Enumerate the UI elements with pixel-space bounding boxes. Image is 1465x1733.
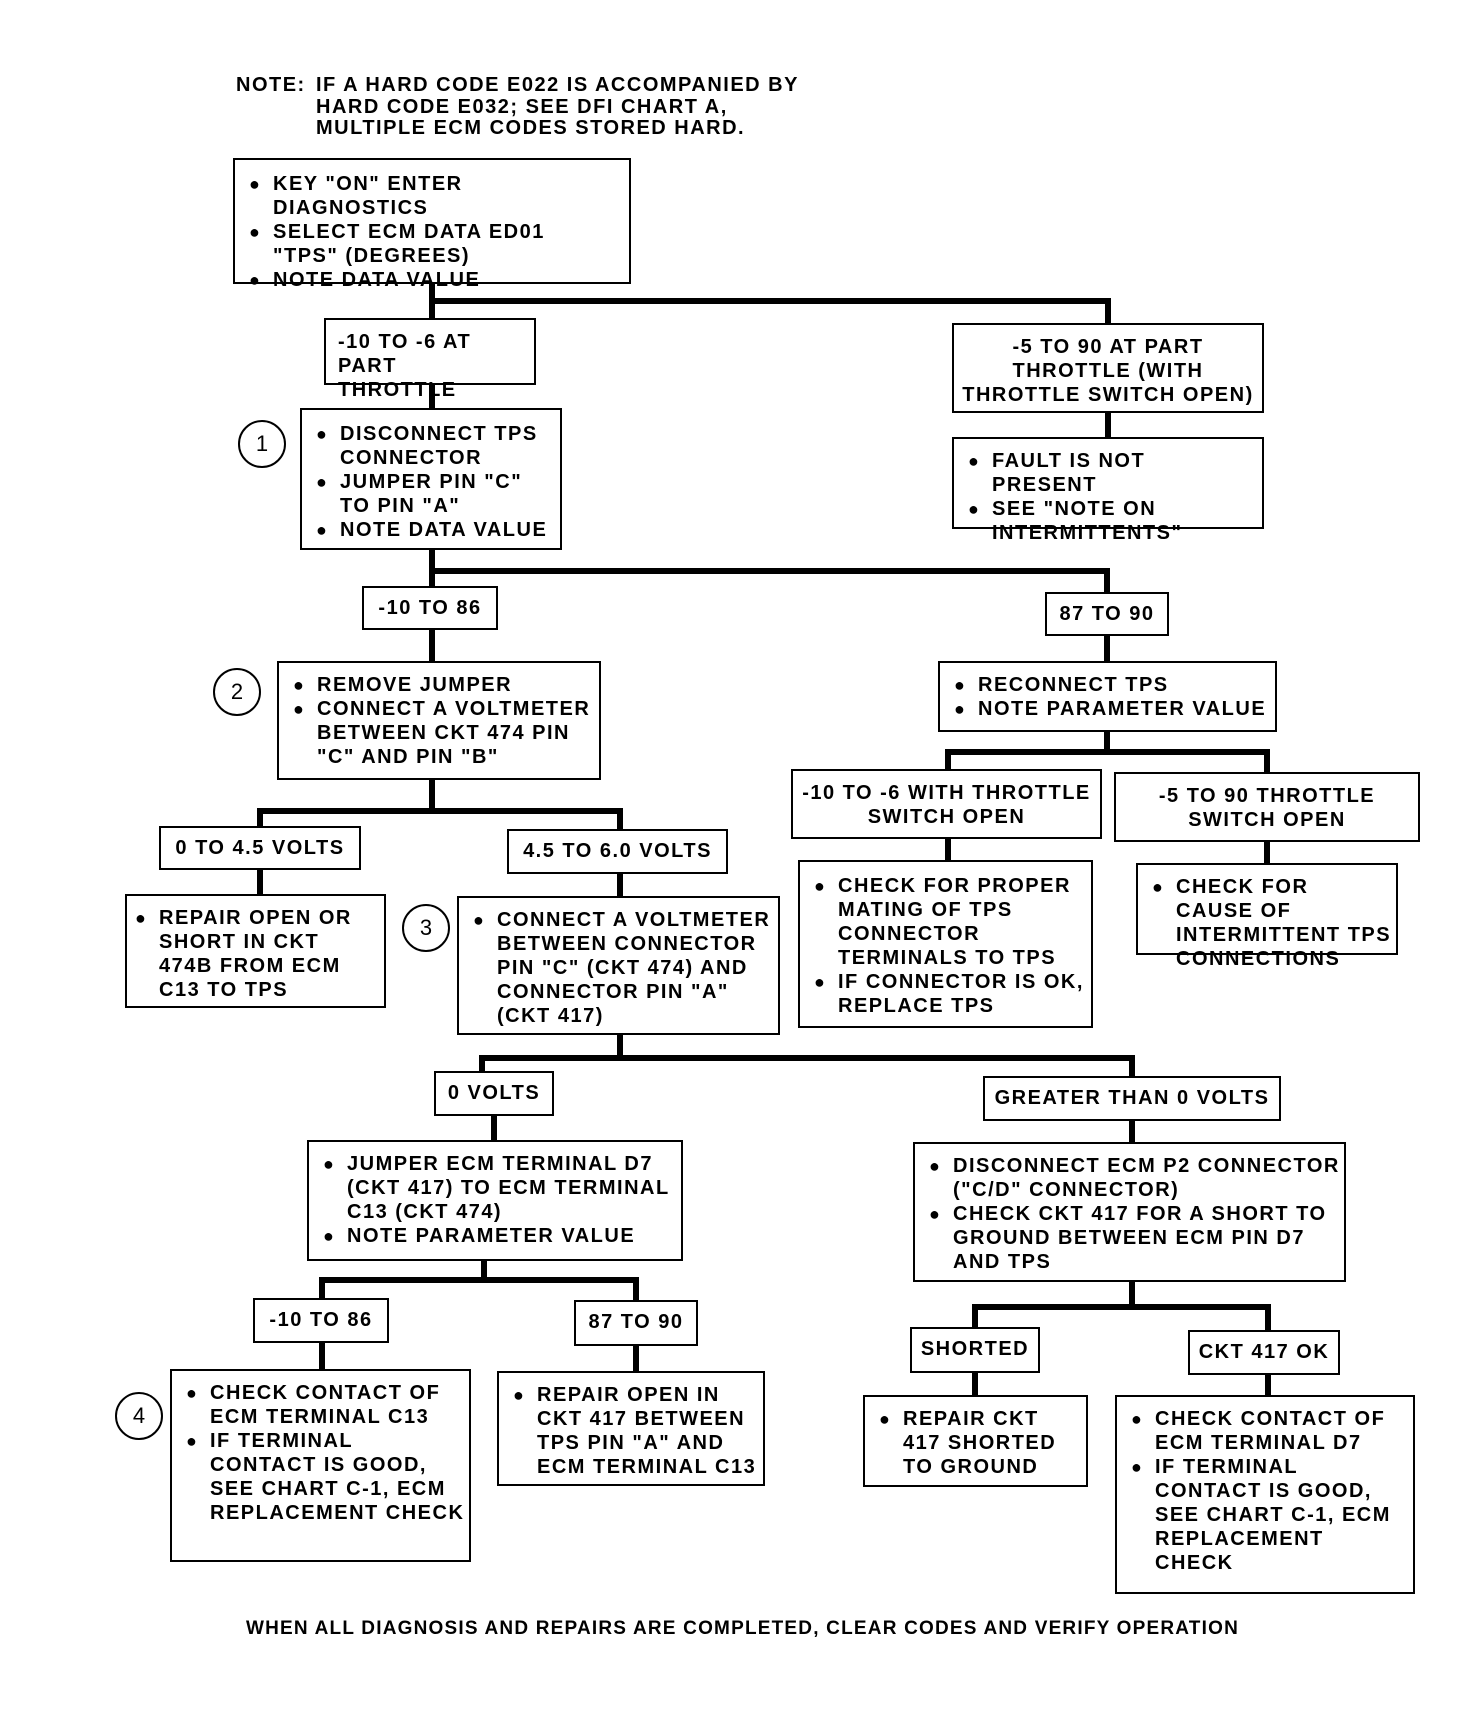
jumper-ecm-box: JUMPER ECM TERMINAL D7 (CKT 417) TO ECM … — [307, 1140, 683, 1261]
footer-instruction: WHEN ALL DIAGNOSIS AND REPAIRS ARE COMPL… — [246, 1618, 1239, 1639]
jumper-ecm-item-1: JUMPER ECM TERMINAL D7 (CKT 417) TO ECM … — [321, 1152, 677, 1224]
condition-greater-than-0-volts: GREATER THAN 0 VOLTS — [983, 1076, 1281, 1121]
step3-box: CONNECT A VOLTMETER BETWEEN CONNECTOR PI… — [457, 896, 780, 1035]
condition-0-volts: 0 VOLTS — [434, 1071, 554, 1116]
start-instructions-box: KEY "ON" ENTER DIAGNOSTICS SELECT ECM DA… — [233, 158, 631, 292]
reconnect-item-1: RECONNECT TPS — [952, 673, 1269, 697]
repair-open-417-box: REPAIR OPEN IN CKT 417 BETWEEN TPS PIN "… — [497, 1371, 765, 1486]
check-d7-item-1: CHECK CONTACT OF ECM TERMINAL D7 — [1129, 1407, 1409, 1455]
condition-shorted: SHORTED — [910, 1327, 1040, 1373]
step-marker-4: 4 — [115, 1392, 163, 1440]
repair-474b-box: REPAIR OPEN OR SHORT IN CKT 474B FROM EC… — [125, 894, 386, 1008]
step3-item-1: CONNECT A VOLTMETER BETWEEN CONNECTOR PI… — [471, 908, 774, 1028]
step2-box: REMOVE JUMPER CONNECT A VOLTMETER BETWEE… — [277, 661, 601, 780]
reconnect-tps-box: RECONNECT TPS NOTE PARAMETER VALUE — [938, 661, 1277, 732]
condition-throttle-switch-open: -5 TO 90 AT PART THROTTLE (WITH THROTTLE… — [952, 323, 1264, 413]
step2-item-2: CONNECT A VOLTMETER BETWEEN CKT 474 PIN … — [291, 697, 593, 769]
step2-item-1: REMOVE JUMPER — [291, 673, 593, 697]
note-line-2: HARD CODE E032; SEE DFI CHART A, — [316, 96, 728, 118]
check-mating-item-2: IF CONNECTOR IS OK, REPLACE TPS — [812, 970, 1085, 1018]
jumper-ecm-item-2: NOTE PARAMETER VALUE — [321, 1224, 677, 1248]
condition-ckt417-ok: CKT 417 OK — [1188, 1330, 1340, 1375]
step4-item-2: IF TERMINAL CONTACT IS GOOD, SEE CHART C… — [184, 1429, 465, 1525]
disconnect-p2-box: DISCONNECT ECM P2 CONNECTOR ("C/D" CONNE… — [913, 1142, 1346, 1282]
repair-474b-item-1: REPAIR OPEN OR SHORT IN CKT 474B FROM EC… — [133, 906, 380, 1002]
condition-part-throttle: -10 TO -6 AT PART THROTTLE — [324, 318, 536, 401]
repair-open-417-item-1: REPAIR OPEN IN CKT 417 BETWEEN TPS PIN "… — [511, 1383, 759, 1479]
check-d7-box: CHECK CONTACT OF ECM TERMINAL D7 IF TERM… — [1115, 1395, 1415, 1594]
start-step-2: SELECT ECM DATA ED01 "TPS" (DEGREES) — [247, 220, 563, 268]
note-line-1: IF A HARD CODE E022 IS ACCOMPANIED BY — [316, 74, 799, 96]
condition-minus5-90-open: -5 TO 90 THROTTLE SWITCH OPEN — [1114, 772, 1420, 842]
disconnect-p2-item-1: DISCONNECT ECM P2 CONNECTOR ("C/D" CONNE… — [927, 1154, 1340, 1202]
fault-item-2: SEE "NOTE ON INTERMITTENTS" — [966, 497, 1256, 545]
repair-shorted-item-1: REPAIR CKT 417 SHORTED TO GROUND — [877, 1407, 1082, 1479]
step1-box: DISCONNECT TPS CONNECTOR JUMPER PIN "C" … — [300, 408, 562, 550]
step1-item-1: DISCONNECT TPS CONNECTOR — [314, 422, 554, 470]
condition-minus10-to-86: -10 TO 86 — [362, 586, 498, 630]
check-d7-item-2: IF TERMINAL CONTACT IS GOOD, SEE CHART C… — [1129, 1455, 1409, 1575]
check-mating-item-1: CHECK FOR PROPER MATING OF TPS CONNECTOR… — [812, 874, 1085, 970]
condition-87-to-90: 87 TO 90 — [1045, 592, 1169, 636]
step-marker-3: 3 — [402, 904, 450, 952]
step4-item-1: CHECK CONTACT OF ECM TERMINAL C13 — [184, 1381, 465, 1429]
start-step-3: NOTE DATA VALUE — [247, 268, 619, 292]
step-marker-2: 2 — [213, 668, 261, 716]
check-intermittent-item-1: CHECK FOR CAUSE OF INTERMITTENT TPS CONN… — [1150, 875, 1392, 971]
repair-shorted-box: REPAIR CKT 417 SHORTED TO GROUND — [863, 1395, 1088, 1487]
note-line-3: MULTIPLE ECM CODES STORED HARD. — [316, 117, 746, 139]
condition-0-to-4-5-volts: 0 TO 4.5 VOLTS — [159, 826, 361, 870]
step1-item-3: NOTE DATA VALUE — [314, 518, 554, 542]
reconnect-item-2: NOTE PARAMETER VALUE — [952, 697, 1269, 721]
note-label: NOTE: — [236, 74, 306, 96]
condition-87-to-90-b: 87 TO 90 — [574, 1300, 698, 1346]
check-intermittent-box: CHECK FOR CAUSE OF INTERMITTENT TPS CONN… — [1136, 863, 1398, 970]
fault-not-present-box: FAULT IS NOT PRESENT SEE "NOTE ON INTERM… — [952, 437, 1264, 544]
disconnect-p2-item-2: CHECK CKT 417 FOR A SHORT TO GROUND BETW… — [927, 1202, 1340, 1274]
step-marker-1: 1 — [238, 420, 286, 468]
step1-item-2: JUMPER PIN "C" TO PIN "A" — [314, 470, 554, 518]
check-mating-box: CHECK FOR PROPER MATING OF TPS CONNECTOR… — [798, 860, 1093, 1028]
condition-minus10-to-86-b: -10 TO 86 — [253, 1298, 389, 1343]
fault-item-1: FAULT IS NOT PRESENT — [966, 449, 1256, 497]
condition-minus10-minus6-open: -10 TO -6 WITH THROTTLE SWITCH OPEN — [791, 769, 1102, 839]
start-step-1: KEY "ON" ENTER DIAGNOSTICS — [247, 172, 619, 220]
step4-box: CHECK CONTACT OF ECM TERMINAL C13 IF TER… — [170, 1369, 471, 1562]
condition-4-5-to-6-volts: 4.5 TO 6.0 VOLTS — [507, 829, 728, 874]
